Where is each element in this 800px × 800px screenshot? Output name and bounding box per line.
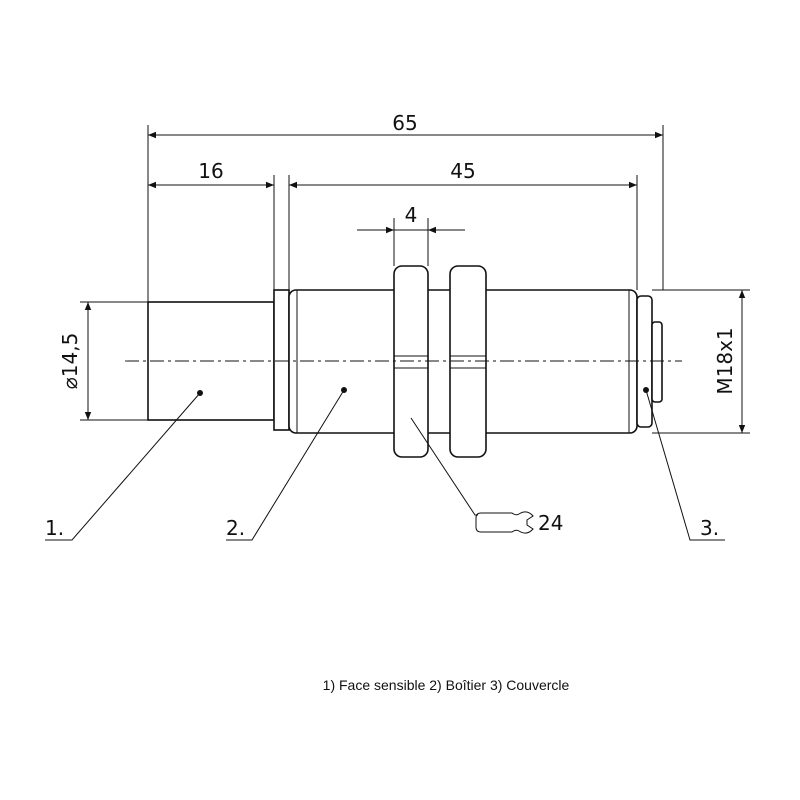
dim-thread-size: M18x1 [713, 327, 737, 394]
extension-lines [80, 125, 750, 434]
callout-part-1: 1. [45, 516, 64, 540]
end-cap [636, 295, 653, 428]
dimension-lines [84, 131, 746, 433]
dim-sensing-face-length: 16 [198, 159, 223, 183]
dim-thread-length: 45 [450, 159, 475, 183]
callout-part-3: 3. [700, 516, 719, 540]
dim-overall-length: 65 [392, 111, 417, 135]
callout-part-2: 2. [226, 516, 245, 540]
sensor-body [147, 265, 663, 458]
parts-legend-caption: 1) Face sensible 2) Boîtier 3) Couvercle [323, 677, 570, 693]
step-ring [273, 289, 290, 431]
dim-wrench-size: 24 [538, 511, 563, 535]
dim-sensing-face-diameter: ⌀14,5 [58, 333, 82, 390]
lock-nut-right [449, 265, 487, 458]
leader-lines [45, 387, 725, 541]
cover [651, 321, 663, 403]
open-end-wrench-icon [475, 511, 534, 534]
dim-nut-thickness: 4 [405, 203, 418, 227]
lock-nut-left [393, 265, 429, 458]
